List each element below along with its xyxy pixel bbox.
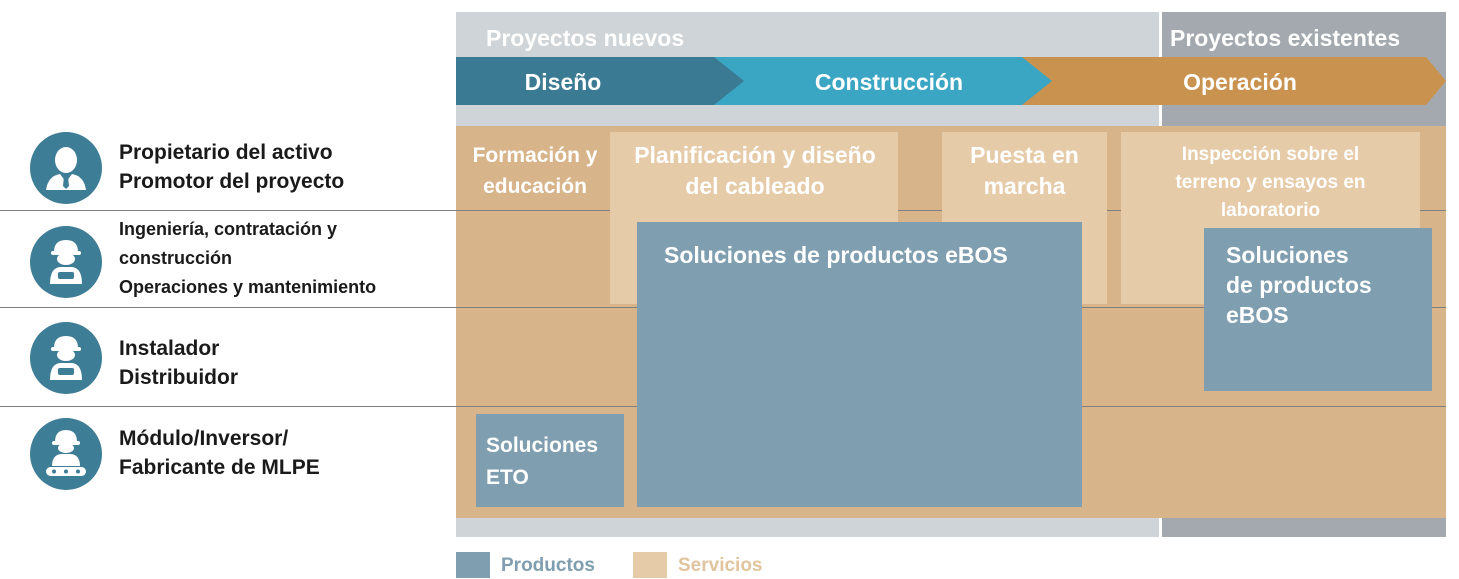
- role-line: Fabricante de MLPE: [119, 456, 320, 479]
- cabling-label-line: Planificación y diseño: [634, 142, 876, 168]
- stage-operation-label: Operación: [1183, 69, 1297, 95]
- training-service-label: Formación y educación: [456, 140, 614, 202]
- training-label-line: educación: [483, 175, 587, 198]
- legend-products-label: Productos: [501, 555, 595, 576]
- business-person-icon: [30, 132, 102, 204]
- ebos-ops-label-line: Soluciones: [1226, 242, 1349, 268]
- existing-projects-header: Proyectos existentes: [1170, 25, 1401, 51]
- stage-design-arrow: [456, 57, 744, 105]
- inspection-label-line: terreno y ensayos en: [1175, 172, 1366, 193]
- commissioning-label-line: Puesta en: [970, 142, 1079, 168]
- eto-product-box: Soluciones ETO: [476, 414, 624, 507]
- ebos-main-product-label: Soluciones de productos eBOS: [664, 242, 1008, 268]
- stage-operation-arrow: [1016, 57, 1446, 105]
- role-line: Promotor del proyecto: [119, 170, 345, 193]
- stage-design-label: Diseño: [524, 69, 602, 95]
- commissioning-service-label: Puesta en marcha: [942, 140, 1107, 202]
- eto-label-line: ETO: [486, 466, 529, 489]
- cabling-service-label: Planificación y diseño del cableado: [612, 140, 898, 202]
- legend-services-label: Servicios: [678, 555, 763, 576]
- role-line: Instalador: [119, 337, 220, 360]
- eto-product-label: Soluciones ETO: [486, 430, 598, 494]
- role-epc-label: Ingeniería, contratación y construcción …: [119, 215, 376, 302]
- legend-services-swatch: [633, 552, 667, 578]
- ebos-ops-label-line: eBOS: [1226, 302, 1289, 328]
- new-projects-header: Proyectos nuevos: [486, 25, 685, 51]
- role-line: construcción: [119, 248, 233, 268]
- role-line: Módulo/Inversor/: [119, 427, 289, 450]
- role-owner-label: Propietario del activo Promotor del proy…: [119, 138, 344, 196]
- ebos-main-product-box: Soluciones de productos eBOS: [637, 222, 1082, 507]
- hardhat-worker-icon: [30, 226, 102, 298]
- stage-construction-arrow: [708, 57, 1052, 105]
- role-installer-label: Instalador Distribuidor: [119, 334, 238, 392]
- ebos-ops-product-box: Soluciones de productos eBOS: [1204, 228, 1432, 391]
- factory-worker-icon: [30, 418, 102, 490]
- hardhat-worker-icon: [30, 322, 102, 394]
- inspection-label-line: laboratorio: [1220, 200, 1321, 221]
- role-line: Operaciones y mantenimiento: [119, 277, 377, 297]
- role-line: Distribuidor: [119, 366, 238, 389]
- role-line: Ingeniería, contratación y: [119, 219, 338, 239]
- cabling-label-line: del cableado: [685, 173, 825, 199]
- commissioning-label-line: marcha: [983, 173, 1066, 199]
- inspection-label-line: Inspección sobre el: [1181, 144, 1360, 165]
- stage-construction-label: Construcción: [814, 69, 964, 95]
- ebos-ops-label-line: de productos: [1226, 272, 1372, 298]
- eto-label-line: Soluciones: [486, 434, 599, 457]
- inspection-service-label: Inspección sobre el terreno y ensayos en…: [1121, 141, 1420, 225]
- ebos-ops-product-label: Soluciones de productos eBOS: [1226, 240, 1372, 330]
- role-line: Propietario del activo: [119, 141, 333, 164]
- training-label-line: Formación y: [472, 144, 598, 167]
- stage-arrows: [456, 57, 1446, 105]
- role-manufacturer-label: Módulo/Inversor/ Fabricante de MLPE: [119, 424, 320, 482]
- legend-products-swatch: [456, 552, 490, 578]
